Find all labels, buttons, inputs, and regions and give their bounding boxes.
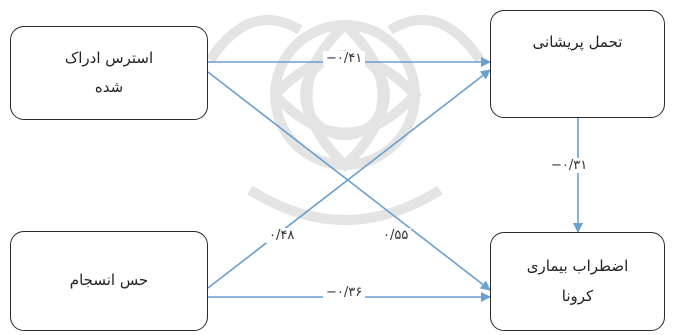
node-corona-anxiety-line1: اضطراب بیماری [526,257,629,275]
arrow-coherence-to-distress [207,69,491,289]
node-distress-tolerance: تحمل پریشانی [490,10,665,118]
node-perceived-stress: استرس ادراک شده [10,26,208,120]
node-sense-of-coherence-label: حس انسجام [69,271,149,290]
node-distress-tolerance-label: تحمل پریشانی [532,33,623,51]
node-sense-of-coherence: حس انسجام [10,231,208,331]
coef-distress-to-anxiety: −۰/۳۱ [548,158,591,173]
coef-coherence-to-distress: ۰/۴۸ [266,228,298,243]
coef-stress-to-anxiety: ۰/۵۵ [380,228,412,243]
node-corona-anxiety: اضطراب بیماری کرونا [490,232,665,331]
coef-stress-to-distress: −۰/۴۱ [323,51,366,66]
node-corona-anxiety-line2: کرونا [561,286,594,305]
coef-coherence-to-anxiety: −۰/۳۶ [323,285,366,300]
node-perceived-stress-line1: استرس ادراک [64,48,154,67]
node-perceived-stress-line2: شده [94,78,124,96]
arrow-stress-to-anxiety [207,71,491,291]
